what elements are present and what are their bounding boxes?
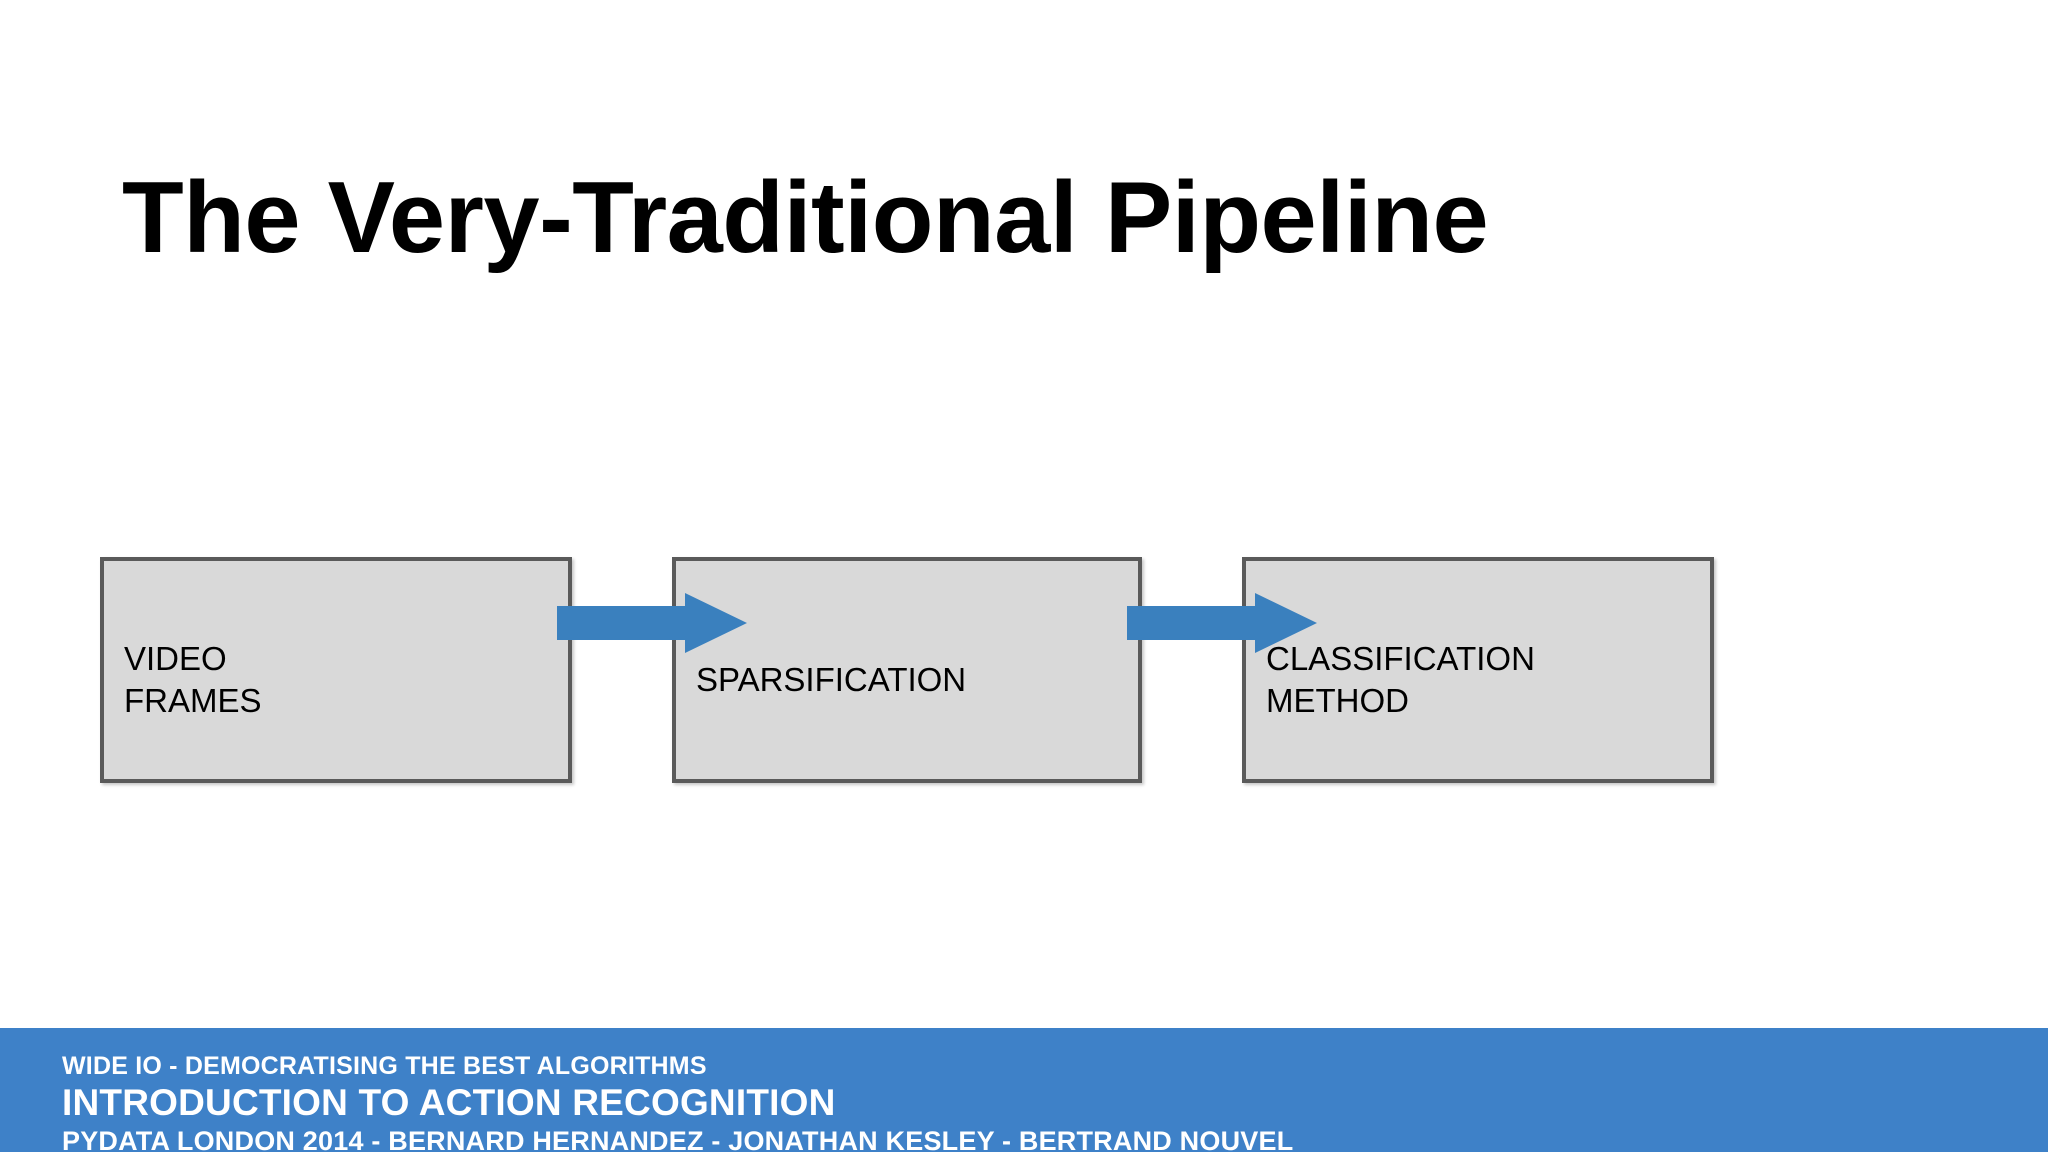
pipeline-stage-label: SPARSIFICATION (696, 661, 967, 698)
slide-footer: WIDE IO - DEMOCRATISING THE BEST ALGORIT… (0, 1028, 2048, 1152)
pipeline-stage-label: CLASSIFICATION METHOD (1266, 640, 1535, 719)
arrow-right-icon-2 (1127, 593, 1317, 653)
footer-heading: INTRODUCTION TO ACTION RECOGNITION (62, 1082, 836, 1123)
pipeline-stage-classification-method[interactable]: CLASSIFICATION METHOD (1242, 557, 1714, 783)
pipeline-stage-label: VIDEO FRAMES (124, 640, 262, 719)
page-title: The Very-Traditional Pipeline (122, 161, 1489, 274)
pipeline-stage-sparsification[interactable]: SPARSIFICATION (672, 557, 1142, 783)
pipeline-stage-video-frames[interactable]: VIDEO FRAMES (100, 557, 572, 783)
footer-credits: PYDATA LONDON 2014 - BERNARD HERNANDEZ -… (62, 1126, 1294, 1152)
arrow-right-icon-1 (557, 593, 747, 653)
footer-tagline: WIDE IO - DEMOCRATISING THE BEST ALGORIT… (62, 1052, 707, 1080)
